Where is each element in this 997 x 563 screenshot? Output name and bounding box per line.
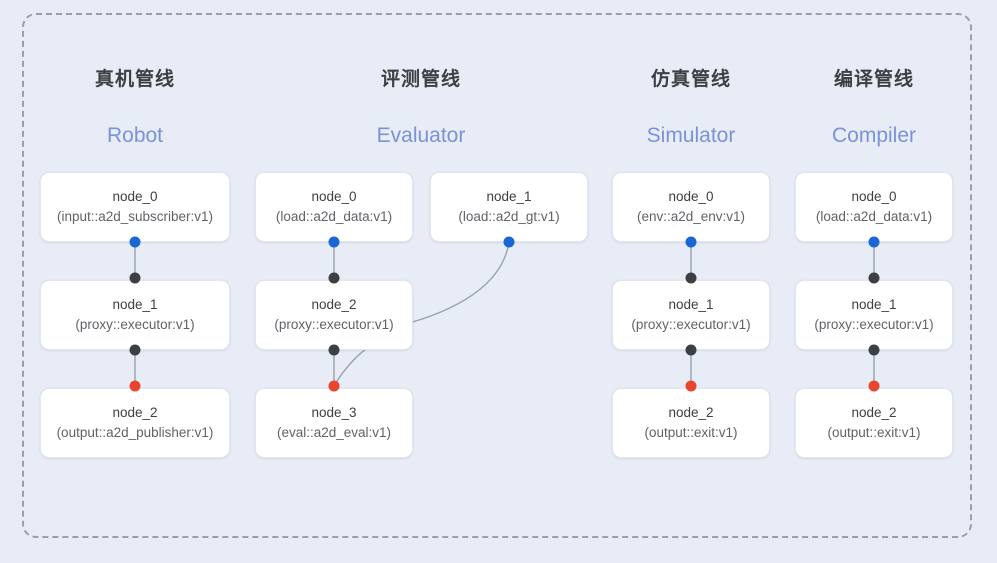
node-type: (input::a2d_subscriber:v1) xyxy=(56,209,214,224)
node-type: (env::a2d_env:v1) xyxy=(636,209,746,224)
column-title-simulator: 仿真管线 xyxy=(650,69,731,90)
node-type: (output::exit:v1) xyxy=(827,425,921,440)
column-title-compiler: 编译管线 xyxy=(833,69,914,90)
column-subtitle-compiler: Compiler xyxy=(831,124,917,147)
node-name: node_2 xyxy=(851,405,897,420)
node-name: node_2 xyxy=(112,405,158,420)
port-input-compiler-1[interactable] xyxy=(868,272,880,284)
port-input-evaluator-2[interactable] xyxy=(328,272,340,284)
column-subtitle-simulator: Simulator xyxy=(646,124,736,147)
port-output-simulator-0[interactable] xyxy=(685,236,697,248)
node-type: (proxy::executor:v1) xyxy=(631,317,751,332)
node-card-compiler-2[interactable]: node_2 (output::exit:v1) xyxy=(795,388,953,458)
port-output-robot-0[interactable] xyxy=(129,236,141,248)
pipeline-group-frame xyxy=(22,13,972,538)
node-name: node_1 xyxy=(851,297,897,312)
port-output-compiler-1[interactable] xyxy=(868,344,880,356)
node-name: node_0 xyxy=(668,189,714,204)
port-output-evaluator-2[interactable] xyxy=(328,344,340,356)
port-input-robot-2[interactable] xyxy=(129,380,141,392)
node-type: (proxy::executor:v1) xyxy=(274,317,394,332)
node-card-evaluator-2[interactable]: node_2 (proxy::executor:v1) xyxy=(255,280,413,350)
node-name: node_0 xyxy=(112,189,158,204)
node-card-evaluator-3[interactable]: node_3 (eval::a2d_eval:v1) xyxy=(255,388,413,458)
node-card-robot-2[interactable]: node_2 (output::a2d_publisher:v1) xyxy=(40,388,230,458)
node-card-evaluator-1[interactable]: node_1 (load::a2d_gt:v1) xyxy=(430,172,588,242)
node-name: node_3 xyxy=(311,405,357,420)
port-input-simulator-2[interactable] xyxy=(685,380,697,392)
port-output-evaluator-1[interactable] xyxy=(503,236,515,248)
node-name: node_2 xyxy=(311,297,357,312)
port-input-compiler-2[interactable] xyxy=(868,380,880,392)
column-subtitle-robot: Robot xyxy=(106,124,164,147)
node-type: (proxy::executor:v1) xyxy=(75,317,195,332)
port-input-robot-1[interactable] xyxy=(129,272,141,284)
node-card-simulator-0[interactable]: node_0 (env::a2d_env:v1) xyxy=(612,172,770,242)
node-card-compiler-0[interactable]: node_0 (load::a2d_data:v1) xyxy=(795,172,953,242)
column-title-evaluator: 评测管线 xyxy=(380,69,461,90)
port-output-evaluator-0[interactable] xyxy=(328,236,340,248)
column-subtitle-evaluator: Evaluator xyxy=(376,124,466,147)
node-card-evaluator-0[interactable]: node_0 (load::a2d_data:v1) xyxy=(255,172,413,242)
node-name: node_2 xyxy=(668,405,714,420)
node-name: node_1 xyxy=(486,189,532,204)
port-output-robot-1[interactable] xyxy=(129,344,141,356)
node-type: (load::a2d_gt:v1) xyxy=(458,209,560,224)
node-type: (output::a2d_publisher:v1) xyxy=(56,425,214,440)
node-card-robot-1[interactable]: node_1 (proxy::executor:v1) xyxy=(40,280,230,350)
node-card-robot-0[interactable]: node_0 (input::a2d_subscriber:v1) xyxy=(40,172,230,242)
node-type: (load::a2d_data:v1) xyxy=(275,209,393,224)
node-card-simulator-2[interactable]: node_2 (output::exit:v1) xyxy=(612,388,770,458)
column-title-robot: 真机管线 xyxy=(94,69,175,90)
node-name: node_0 xyxy=(851,189,897,204)
port-input-simulator-1[interactable] xyxy=(685,272,697,284)
node-type: (load::a2d_data:v1) xyxy=(815,209,933,224)
port-output-simulator-1[interactable] xyxy=(685,344,697,356)
node-type: (proxy::executor:v1) xyxy=(814,317,934,332)
node-name: node_1 xyxy=(112,297,158,312)
node-name: node_0 xyxy=(311,189,357,204)
node-type: (output::exit:v1) xyxy=(644,425,738,440)
node-card-simulator-1[interactable]: node_1 (proxy::executor:v1) xyxy=(612,280,770,350)
port-output-compiler-0[interactable] xyxy=(868,236,880,248)
node-type: (eval::a2d_eval:v1) xyxy=(276,425,392,440)
node-name: node_1 xyxy=(668,297,714,312)
port-input-evaluator-3[interactable] xyxy=(328,380,340,392)
node-card-compiler-1[interactable]: node_1 (proxy::executor:v1) xyxy=(795,280,953,350)
